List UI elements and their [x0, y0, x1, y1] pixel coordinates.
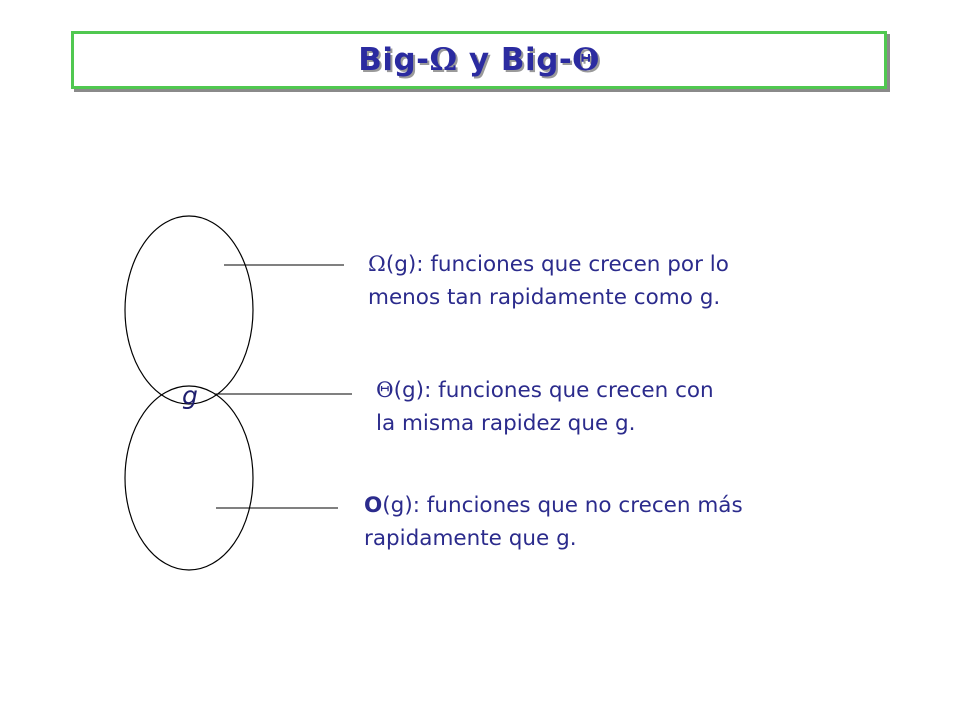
title-prefix: Big-: [358, 42, 430, 78]
slide-title: Big-Ω y Big-Θ: [358, 42, 600, 78]
omega-symbol: Ω: [429, 42, 458, 78]
title-box: Big-Ω y Big-Θ: [71, 31, 887, 89]
omega-description: Ω(g): funciones que crecen por lo menos …: [368, 248, 729, 314]
omega-text-1: : funciones que crecen por lo: [416, 252, 729, 277]
omega-arg: (g): [385, 252, 417, 277]
big-o-arg: (g): [382, 493, 413, 518]
theta-text-1: : funciones que crecen con: [424, 378, 714, 403]
theta-description-line1: Θ(g): funciones que crecen con: [376, 374, 714, 407]
omega-description-line1: Ω(g): funciones que crecen por lo: [368, 248, 729, 281]
o-set-ellipse: [124, 385, 254, 571]
big-o-description-line2: rapidamente que g.: [364, 526, 577, 551]
big-o-description: O(g): funciones que no crecen más rapida…: [364, 489, 743, 555]
big-o-symbol: O: [364, 493, 383, 518]
theta-symbol: Θ: [572, 42, 600, 78]
theta-description: Θ(g): funciones que crecen con la misma …: [376, 374, 714, 440]
theta-symbol: Θ: [376, 378, 394, 403]
theta-description-line2: la misma rapidez que g.: [376, 411, 636, 436]
title-middle: y Big-: [457, 42, 573, 78]
omega-description-line2: menos tan rapidamente como g.: [368, 285, 721, 310]
omega-set-ellipse: [124, 215, 254, 405]
big-o-description-line1: O(g): funciones que no crecen más: [364, 489, 743, 522]
big-o-text-1: : funciones que no crecen más: [412, 493, 743, 518]
theta-arg: (g): [393, 378, 425, 403]
omega-symbol: Ω: [368, 252, 386, 277]
element-g-label: g: [182, 381, 198, 410]
